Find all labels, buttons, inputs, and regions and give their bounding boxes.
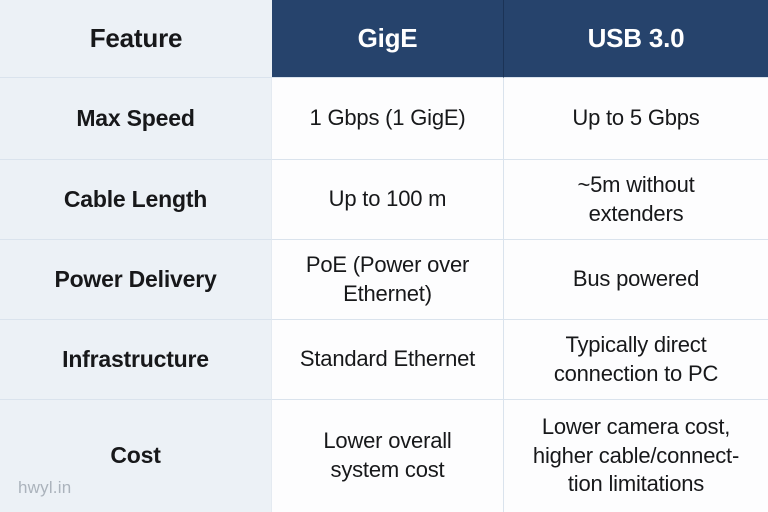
watermark-text: hwyl.in	[18, 478, 72, 497]
cell-infrastructure-usb: Typically direct connection to PC	[503, 320, 768, 400]
cell-max-speed-gige: 1 Gbps (1 GigE)	[272, 78, 503, 160]
row-label-max-speed: Max Speed	[0, 78, 272, 160]
cell-power-delivery-usb: Bus powered	[503, 240, 768, 320]
row-label-cost: Cost	[0, 400, 272, 512]
cell-power-delivery-gige: PoE (Power over Ethernet)	[272, 240, 503, 320]
row-label-infrastructure: Infrastructure	[0, 320, 272, 400]
column-header-usb: USB 3.0	[503, 0, 768, 78]
row-label-power-delivery: Power Delivery	[0, 240, 272, 320]
cell-max-speed-usb: Up to 5 Gbps	[503, 78, 768, 160]
cell-cost-usb: Lower camera cost, higher cable/connect-…	[503, 400, 768, 512]
cell-cost-gige: Lower overall system cost	[272, 400, 503, 512]
column-header-gige: GigE	[272, 0, 503, 78]
cell-cable-length-gige: Up to 100 m	[272, 160, 503, 240]
cell-infrastructure-gige: Standard Ethernet	[272, 320, 503, 400]
cell-cable-length-usb: ~5m without extenders	[503, 160, 768, 240]
row-label-cable-length: Cable Length	[0, 160, 272, 240]
column-header-feature: Feature	[0, 0, 272, 78]
